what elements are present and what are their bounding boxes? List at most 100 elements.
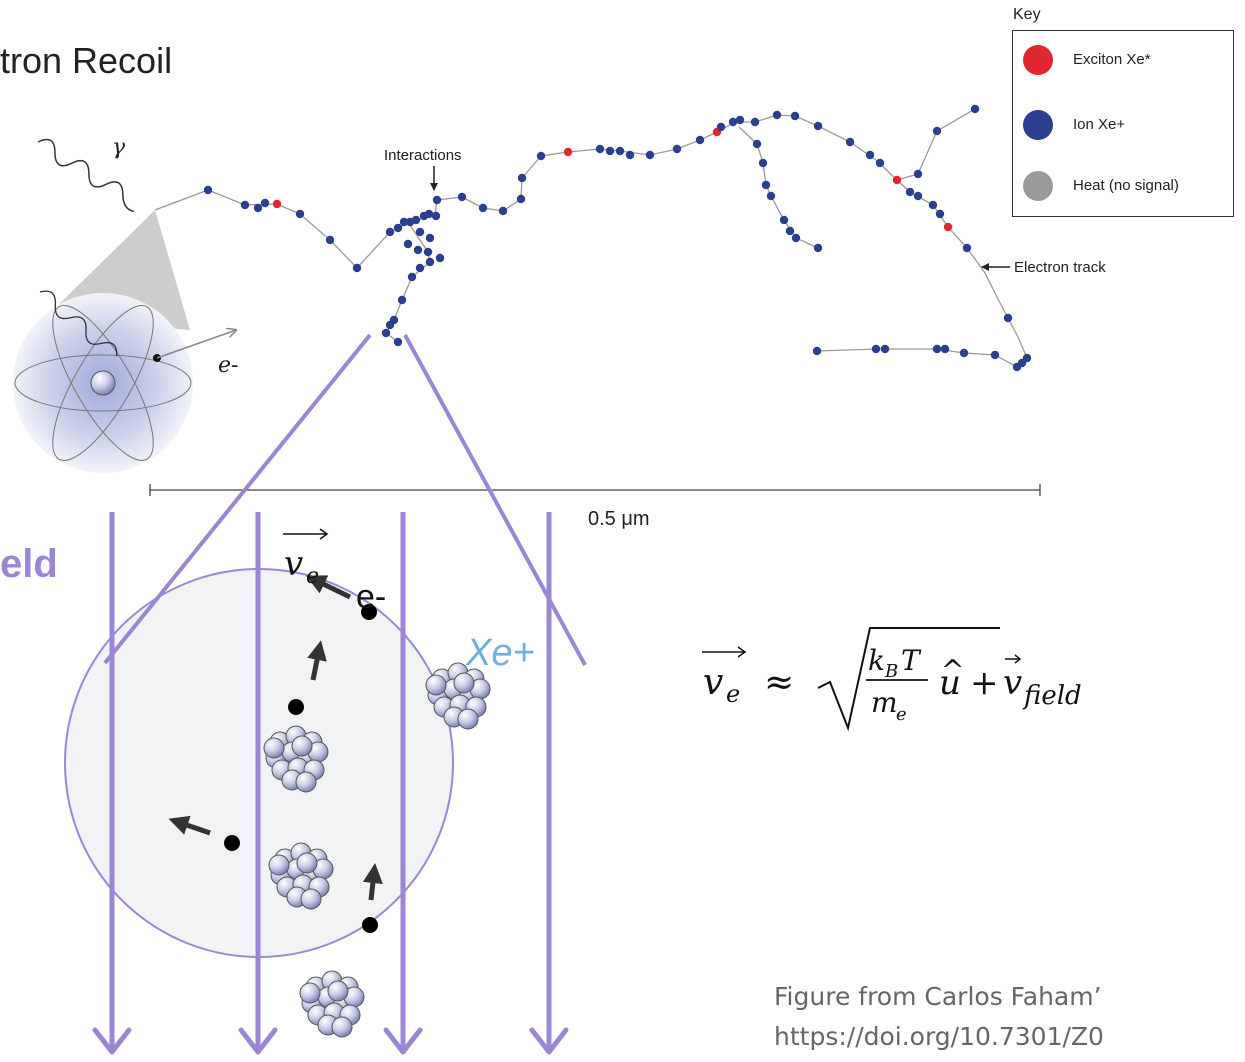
electron-track [154, 114, 1028, 368]
exciton-dot-icon [1023, 45, 1053, 75]
ion-point [415, 227, 425, 237]
ion-point [385, 320, 395, 330]
ion-point [478, 203, 488, 213]
ion-point [432, 195, 442, 205]
ion-point [431, 211, 441, 221]
ion-point [435, 253, 445, 263]
exciton-point [943, 222, 953, 232]
key-item-ion: Ion Xe+ [1013, 108, 1233, 142]
svg-text:v: v [1003, 663, 1022, 703]
credit-line-1: Figure from Carlos Faham’ [774, 982, 1102, 1011]
inset-electrons [168, 575, 383, 933]
ion-point [203, 185, 213, 195]
exciton-point [892, 175, 902, 185]
ion-point [812, 346, 822, 356]
credit-line-2: https://doi.org/10.7301/Z0 [774, 1022, 1104, 1051]
electron-label: e- [356, 578, 387, 616]
ion-point [411, 215, 421, 225]
field-label: eld [0, 542, 58, 586]
electron-track-label: Electron track [1014, 259, 1106, 276]
ion-point [758, 158, 768, 168]
ion-point [516, 194, 526, 204]
ion-point [752, 139, 762, 149]
ion-point [352, 263, 362, 273]
ion-point [385, 227, 395, 237]
key-item-exciton: Exciton Xe* [1013, 43, 1233, 77]
field-arrows [92, 512, 569, 1055]
ion-point [791, 233, 801, 243]
gamma-wave [37, 138, 135, 213]
svg-text:+: + [970, 663, 999, 703]
key-item-label: Heat (no signal) [1073, 177, 1179, 194]
exciton-point [563, 147, 573, 157]
svg-text:≈: ≈ [764, 662, 794, 703]
velocity-equation: v e ≈ k B T m e u ^ + v field [702, 627, 1082, 732]
ion-point [403, 239, 413, 249]
ion-point [393, 337, 403, 347]
ion-point [913, 169, 923, 179]
ion-point [962, 243, 972, 253]
ion-point [415, 263, 425, 273]
svg-text:e: e [726, 680, 740, 708]
velocity-label: v e [283, 528, 329, 589]
key-item-label: Ion Xe+ [1073, 116, 1126, 133]
gamma-label: γ [112, 135, 126, 160]
svg-text:k: k [868, 644, 885, 677]
electron-small-label: e- [218, 353, 238, 378]
ion-point [970, 104, 980, 114]
ion-point [813, 243, 823, 253]
svg-text:u: u [939, 663, 961, 703]
ion-point [407, 272, 417, 282]
ion-point [928, 200, 938, 210]
track-branch-middle [738, 126, 819, 249]
ion-point [645, 150, 655, 160]
ion-point [425, 257, 435, 267]
ion-point [595, 144, 605, 154]
ion-point [536, 151, 546, 161]
svg-text:field: field [1022, 681, 1082, 711]
ion-point [761, 180, 771, 190]
atom-illustration [13, 290, 236, 473]
ion-point [517, 173, 527, 183]
key-item-label: Exciton Xe* [1073, 51, 1151, 68]
svg-text:v: v [284, 544, 303, 584]
svg-text:e: e [306, 564, 319, 589]
ion-point [625, 150, 635, 160]
ion-point [325, 235, 335, 245]
page-title: tron Recoil [0, 40, 173, 81]
ion-point [772, 110, 782, 120]
ion-point [295, 209, 305, 219]
ion-point [253, 203, 263, 213]
ion-point [381, 328, 391, 338]
ion-point [813, 121, 823, 131]
ion-point [413, 245, 423, 255]
ion-point [260, 198, 270, 208]
ion-point [913, 191, 923, 201]
zoom-line-right [403, 334, 587, 666]
interactions-label: Interactions [384, 147, 462, 164]
ion-point [735, 115, 745, 125]
xenon-cluster-icon [299, 970, 365, 1038]
ion-point [615, 146, 625, 156]
ion-point [605, 146, 615, 156]
exciton-point [272, 199, 282, 209]
ion-point [875, 158, 885, 168]
zoom-line-left [103, 333, 372, 665]
ion-point [240, 200, 250, 210]
svg-text:T: T [901, 644, 922, 677]
ion-point [766, 191, 776, 201]
ion-point [399, 217, 409, 227]
ion-point [845, 137, 855, 147]
ion-point [750, 117, 760, 127]
ion-point [423, 247, 433, 257]
ion-point [990, 350, 1000, 360]
svg-text:v: v [703, 662, 723, 703]
svg-text:m: m [871, 686, 898, 719]
ion-point [695, 135, 705, 145]
key-item-heat: Heat (no signal) [1013, 169, 1233, 203]
ion-point [425, 233, 435, 243]
ion-point [935, 209, 945, 219]
svg-text:^: ^ [941, 654, 964, 687]
ion-point [393, 223, 403, 233]
